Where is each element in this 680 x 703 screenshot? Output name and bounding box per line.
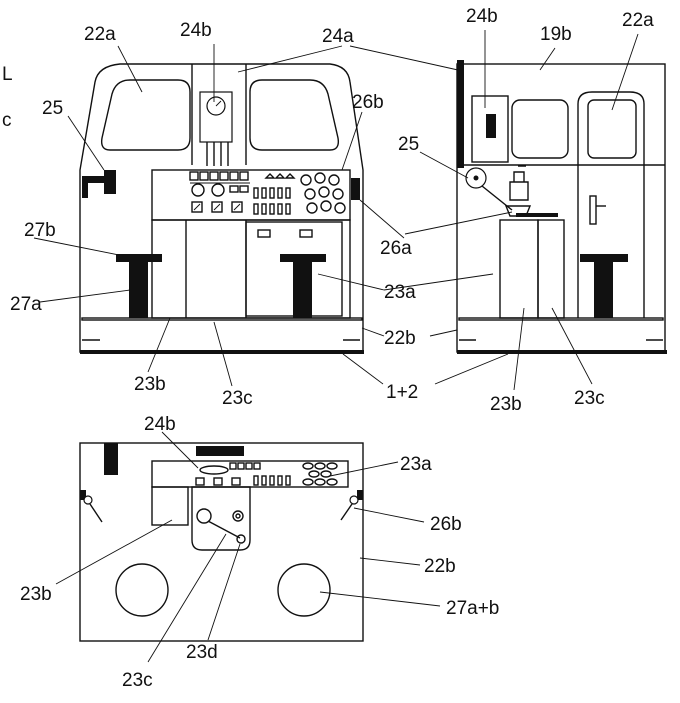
front-drawer-handle-2: [299, 229, 313, 238]
label-23c-side: 23c: [574, 388, 605, 409]
label-23c-plan: 23c: [122, 670, 153, 691]
side-door-frame: [577, 91, 645, 165]
side-cab-outline: [456, 63, 666, 353]
side-base-plate: [457, 350, 667, 354]
front-seat-right-top: [280, 254, 326, 262]
side-view: [456, 60, 667, 354]
label-24a: 24a: [322, 26, 354, 47]
plan-mirror-arm-right: [340, 503, 353, 521]
plan-mirror-pivot-right: [349, 495, 359, 505]
side-window-middle: [511, 99, 569, 159]
label-19b: 19b: [540, 24, 572, 45]
label-25-side: 25: [398, 134, 419, 155]
labels: 22a 24b 24a 24b 19b 22a L c 25 26b 25 27…: [2, 6, 654, 691]
front-bracket-right: [351, 178, 360, 200]
side-mirror-pivot: [473, 175, 479, 181]
plan-seat-right: [277, 563, 331, 617]
side-seat-post: [594, 262, 613, 318]
front-bracket-left: [82, 170, 116, 198]
side-cabinet-23b: [499, 219, 539, 319]
label-26b-plan: 26b: [430, 514, 462, 535]
side-dispenser-bottle: [509, 165, 529, 201]
front-view: [79, 63, 364, 354]
front-window-right: [249, 79, 340, 151]
label-23c-front: 23c: [222, 388, 253, 409]
side-cabinet-23c: [537, 219, 565, 319]
front-drawer-handle-1: [257, 229, 271, 238]
leader-lines: [33, 30, 639, 663]
front-control-panel: [189, 171, 346, 215]
front-window-left: [100, 79, 191, 151]
plan-lever-end-23d: [236, 534, 246, 544]
label-24b-front: 24b: [180, 20, 212, 41]
front-seat-left-post: [129, 262, 148, 318]
label-26b-front: 26b: [352, 92, 384, 113]
side-floor-line: [458, 317, 664, 321]
label-26a: 26a: [380, 238, 412, 259]
side-front-wall: [457, 60, 464, 168]
label-23a-plan: 23a: [400, 454, 432, 475]
plan-cabinet-23b: [151, 486, 189, 526]
front-seat-left-top: [116, 254, 162, 262]
label-24b-plan: 24b: [144, 414, 176, 435]
plan-lever: [207, 520, 241, 539]
plan-knob: [232, 510, 244, 522]
label-23a-front: 23a: [384, 282, 416, 303]
side-gauge-panel: [471, 95, 509, 163]
side-console-top: [516, 213, 558, 217]
label-25-front: 25: [42, 98, 63, 119]
front-cab-outline: [79, 63, 364, 353]
label-24b-side: 24b: [466, 6, 498, 27]
label-27b: 27b: [24, 220, 56, 241]
front-seat-right-post: [293, 262, 312, 318]
plan-seat-left: [115, 563, 169, 617]
plan-bracket-left: [104, 443, 118, 475]
front-floor-line: [81, 317, 363, 321]
label-23b-plan: 23b: [20, 584, 52, 605]
plan-view: [79, 442, 364, 642]
label-1-plus-2: 1+2: [386, 382, 418, 403]
plan-outline: [79, 442, 364, 642]
side-door-handle[interactable]: [589, 195, 597, 225]
plan-mirror-base-left: [80, 490, 86, 500]
side-seat-top: [580, 254, 628, 262]
label-27a: 27a: [10, 294, 42, 315]
label-22a-side: 22a: [622, 10, 654, 31]
edge-letter-1: L: [2, 64, 13, 85]
edge-letter-2: c: [2, 110, 12, 131]
plan-knob-center: [235, 513, 241, 519]
label-22b-plan: 22b: [424, 556, 456, 577]
front-console-base: [151, 219, 351, 319]
plan-mirror-pivot-left: [83, 495, 93, 505]
label-22a-front: 22a: [84, 24, 116, 45]
plan-mirror-arm-left: [89, 503, 103, 523]
front-gauge-needle: [215, 100, 222, 107]
label-23b-side: 23b: [490, 394, 522, 415]
label-23d: 23d: [186, 642, 218, 663]
plan-handwheel: [196, 508, 212, 524]
plan-control-panel: [195, 462, 338, 486]
plan-mirror-base-right: [357, 490, 363, 500]
side-window-door: [587, 99, 637, 159]
plan-cabinet-23c: [191, 486, 251, 551]
label-27a-plus-b: 27a+b: [446, 598, 499, 619]
side-gauge-mount: [486, 114, 496, 138]
label-23b-front: 23b: [134, 374, 166, 395]
plan-gauge-bar: [196, 446, 244, 456]
label-22b-front: 22b: [384, 328, 416, 349]
